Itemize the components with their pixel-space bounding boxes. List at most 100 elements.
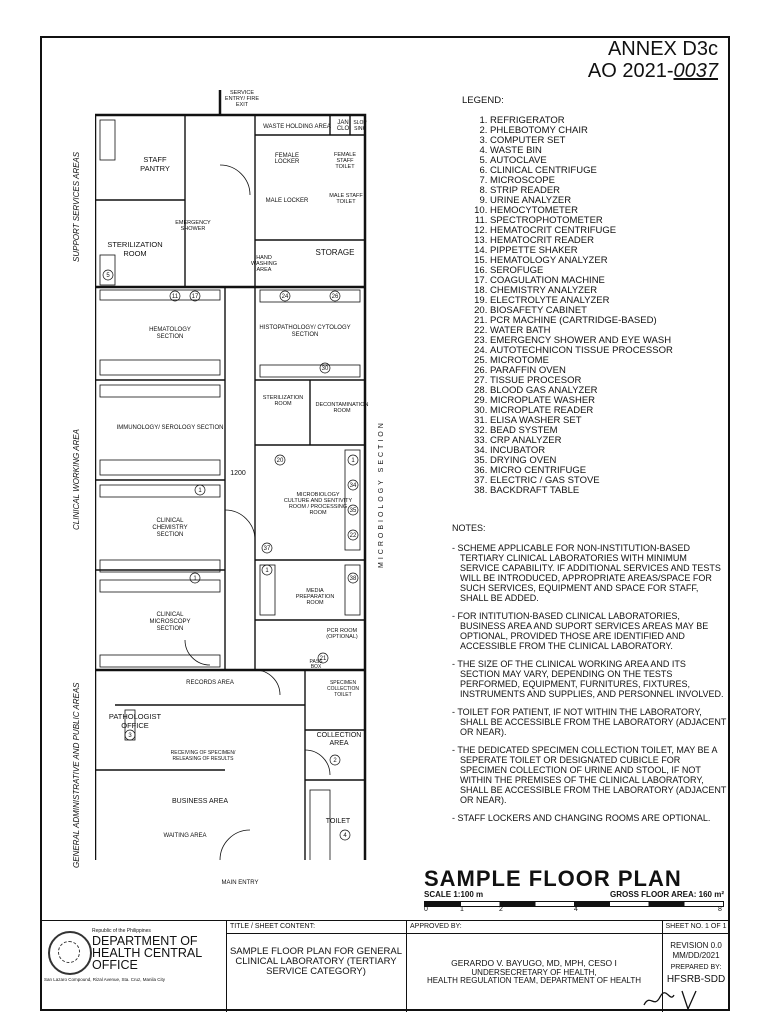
room-female-toilet: FEMALE STAFF TOILET: [333, 152, 356, 170]
revision-cell: SHEET NO. 1 OF 1 REVISION 0.0 MM/DD/2021…: [662, 921, 730, 1012]
room-toilet: TOILET: [325, 818, 351, 825]
department-name: DEPARTMENT OF HEALTH CENTRAL OFFICE: [92, 934, 202, 972]
legend-item: SEROFUGE: [490, 266, 732, 276]
legend-item: ELECTRIC / GAS STOVE: [490, 476, 732, 486]
room-waste: WASTE HOLDING AREA: [263, 124, 331, 130]
legend-item: COAGULATION MACHINE: [490, 276, 732, 286]
notes: NOTES: - SCHEME APPLICABLE FOR NON-INSTI…: [452, 523, 727, 831]
legend-item: MICROTOME: [490, 356, 732, 366]
note-item: - THE SIZE OF THE CLINICAL WORKING AREA …: [452, 659, 724, 699]
rev-divider: [662, 933, 730, 934]
room-micro-culture: MICROBIOLOGY CULTURE AND SENTIVITY ROOM …: [283, 492, 353, 516]
legend-item: BIOSAFETY CABINET: [490, 306, 732, 316]
legend-item: TISSUE PROCESOR: [490, 376, 732, 386]
room-microscopy: CLINICAL MICROSCOPY SECTION: [149, 612, 191, 632]
signature-icon: [643, 990, 697, 1011]
signer-name: GERARDO V. BAYUGO, MD, MPH, CESO I: [451, 958, 617, 968]
legend-item: BACKDRAFT TABLE: [490, 486, 732, 496]
annex-label: ANNEX D3c AO 2021-0037: [588, 38, 718, 82]
room-pcr: PCR ROOM (OPTIONAL): [326, 628, 358, 640]
plan-title: SAMPLE FLOOR PLAN: [424, 866, 682, 891]
legend-item: INCUBATOR: [490, 446, 732, 456]
scale-bar: 0 1 2 4 8: [424, 901, 724, 913]
svg-text:1: 1: [198, 488, 202, 494]
room-male-toilet: MALE STAFF TOILET: [329, 193, 363, 205]
signer-block: GERARDO V. BAYUGO, MD, MPH, CESO I UNDER…: [406, 959, 662, 985]
svg-text:1: 1: [351, 458, 355, 464]
room-media: MEDIA PREPARATION ROOM: [295, 588, 335, 606]
legend: LEGEND: REFRIGERATORPHLEBOTOMY CHAIRCOMP…: [462, 96, 732, 496]
legend-item: BEAD SYSTEM: [490, 426, 732, 436]
notes-title: NOTES:: [452, 523, 486, 533]
scale-tick: 2: [499, 906, 503, 913]
annex-code: 0037: [673, 60, 719, 82]
legend-list: REFRIGERATORPHLEBOTOMY CHAIRCOMPUTER SET…: [462, 116, 732, 496]
legend-item: WASTE BIN: [490, 146, 732, 156]
room-waiting: WAITING AREA: [163, 833, 207, 839]
scale-tick: 1: [460, 906, 464, 913]
legend-item: MICRO CENTRIFUGE: [490, 466, 732, 476]
svg-text:37: 37: [264, 546, 271, 552]
room-male-locker: MALE LOCKER: [265, 198, 309, 204]
scale-tick: 0: [424, 906, 428, 913]
signer-title-2: HEALTH REGULATION TEAM, DEPARTMENT OF HE…: [426, 976, 642, 985]
legend-item: REFRIGERATOR: [490, 116, 732, 126]
legend-item: SPECTROPHOTOMETER: [490, 216, 732, 226]
legend-item: CHEMISTRY ANALYZER: [490, 286, 732, 296]
legend-item: PCR MACHINE (CARTRIDGE-BASED): [490, 316, 732, 326]
approved-cell: APPROVED BY: GERARDO V. BAYUGO, MD, MPH,…: [406, 921, 663, 1012]
legend-item: HEMOCYTOMETER: [490, 206, 732, 216]
dimension-label: 1200: [230, 470, 246, 477]
svg-text:11: 11: [172, 294, 179, 300]
legend-item: ELECTROLYTE ANALYZER: [490, 296, 732, 306]
room-pass-box: PASS BOX: [309, 659, 323, 670]
svg-text:38: 38: [350, 576, 357, 582]
scale-row: SCALE 1:100 m GROSS FLOOR AREA: 160 m²: [424, 890, 724, 899]
gross-area-text: GROSS FLOOR AREA: 160 m²: [610, 890, 724, 899]
room-immunology: IMMUNOLOGY/ SEROLOGY SECTION: [116, 425, 224, 431]
svg-text:4: 4: [343, 833, 347, 839]
sheet-no: SHEET NO. 1 OF 1: [665, 923, 727, 930]
general-admin-label: GENERAL ADMINISTRATIVE AND PUBLIC AREAS: [72, 682, 81, 868]
svg-text:3: 3: [128, 733, 132, 739]
legend-item: ELISA WASHER SET: [490, 416, 732, 426]
legend-item: PHLEBOTOMY CHAIR: [490, 126, 732, 136]
room-sterilization: STERILIZATION ROOM: [107, 240, 163, 258]
title-block: SAMPLE FLOOR PLAN SCALE 1:100 m GROSS FL…: [424, 866, 724, 913]
svg-text:20: 20: [277, 458, 284, 464]
scale-bar-graphic: [424, 901, 724, 907]
legend-item: HEMATOCRIT CENTRIFUGE: [490, 226, 732, 236]
legend-item: BLOOD GAS ANALYZER: [490, 386, 732, 396]
legend-item: MICROPLATE READER: [490, 406, 732, 416]
room-sink: SLOP SINK: [353, 120, 367, 132]
svg-text:5: 5: [106, 273, 110, 279]
note-item: - STAFF LOCKERS AND CHANGING ROOMS ARE O…: [452, 813, 711, 823]
legend-item: DRYING OVEN: [490, 456, 732, 466]
room-pathologist: PATHOLOGIST OFFICE: [108, 712, 162, 730]
room-hand-washing: HAND WASHING AREA: [250, 255, 278, 273]
svg-text:2: 2: [333, 758, 337, 764]
room-sterilization2: STERILIZATION ROOM: [262, 395, 304, 407]
sheet-content-heading: TITLE / SHEET CONTENT:: [226, 921, 406, 934]
legend-item: CRP ANALYZER: [490, 436, 732, 446]
annex-line1: ANNEX D3c: [607, 38, 718, 60]
note-item: - THE DEDICATED SPECIMEN COLLECTION TOIL…: [452, 745, 727, 805]
preparer-name: HFSRB-SDD: [666, 974, 726, 985]
clinical-working-label: CLINICAL WORKING AREA: [72, 429, 81, 530]
department-address: San Lazaro Compound, Rizal Avenue, Sta. …: [44, 977, 165, 982]
room-hematology: HEMATOLOGY SECTION: [149, 327, 191, 340]
room-decontamination: DECONTAMINATION ROOM: [315, 402, 369, 414]
svg-text:1: 1: [193, 576, 197, 582]
room-storage: STORAGE: [315, 248, 355, 257]
republic-text: Republic of the Philippines: [92, 928, 151, 934]
legend-item: AUTOCLAVE: [490, 156, 732, 166]
room-jan: JAN CLO: [336, 120, 350, 132]
approved-heading: APPROVED BY:: [406, 921, 662, 934]
prepared-by-label: PREPARED BY:: [670, 964, 722, 971]
legend-item: STRIP READER: [490, 186, 732, 196]
doh-seal-icon: [48, 931, 92, 975]
note-item: - SCHEME APPLICABLE FOR NON-INSTITUTION-…: [452, 543, 721, 603]
revision-date: MM/DD/2021: [672, 951, 720, 960]
legend-item: PIPPETTE SHAKER: [490, 246, 732, 256]
floor-plan: 5 11 17 24 26 30 20 1 34 35 22 37 1 38 2…: [95, 90, 367, 860]
